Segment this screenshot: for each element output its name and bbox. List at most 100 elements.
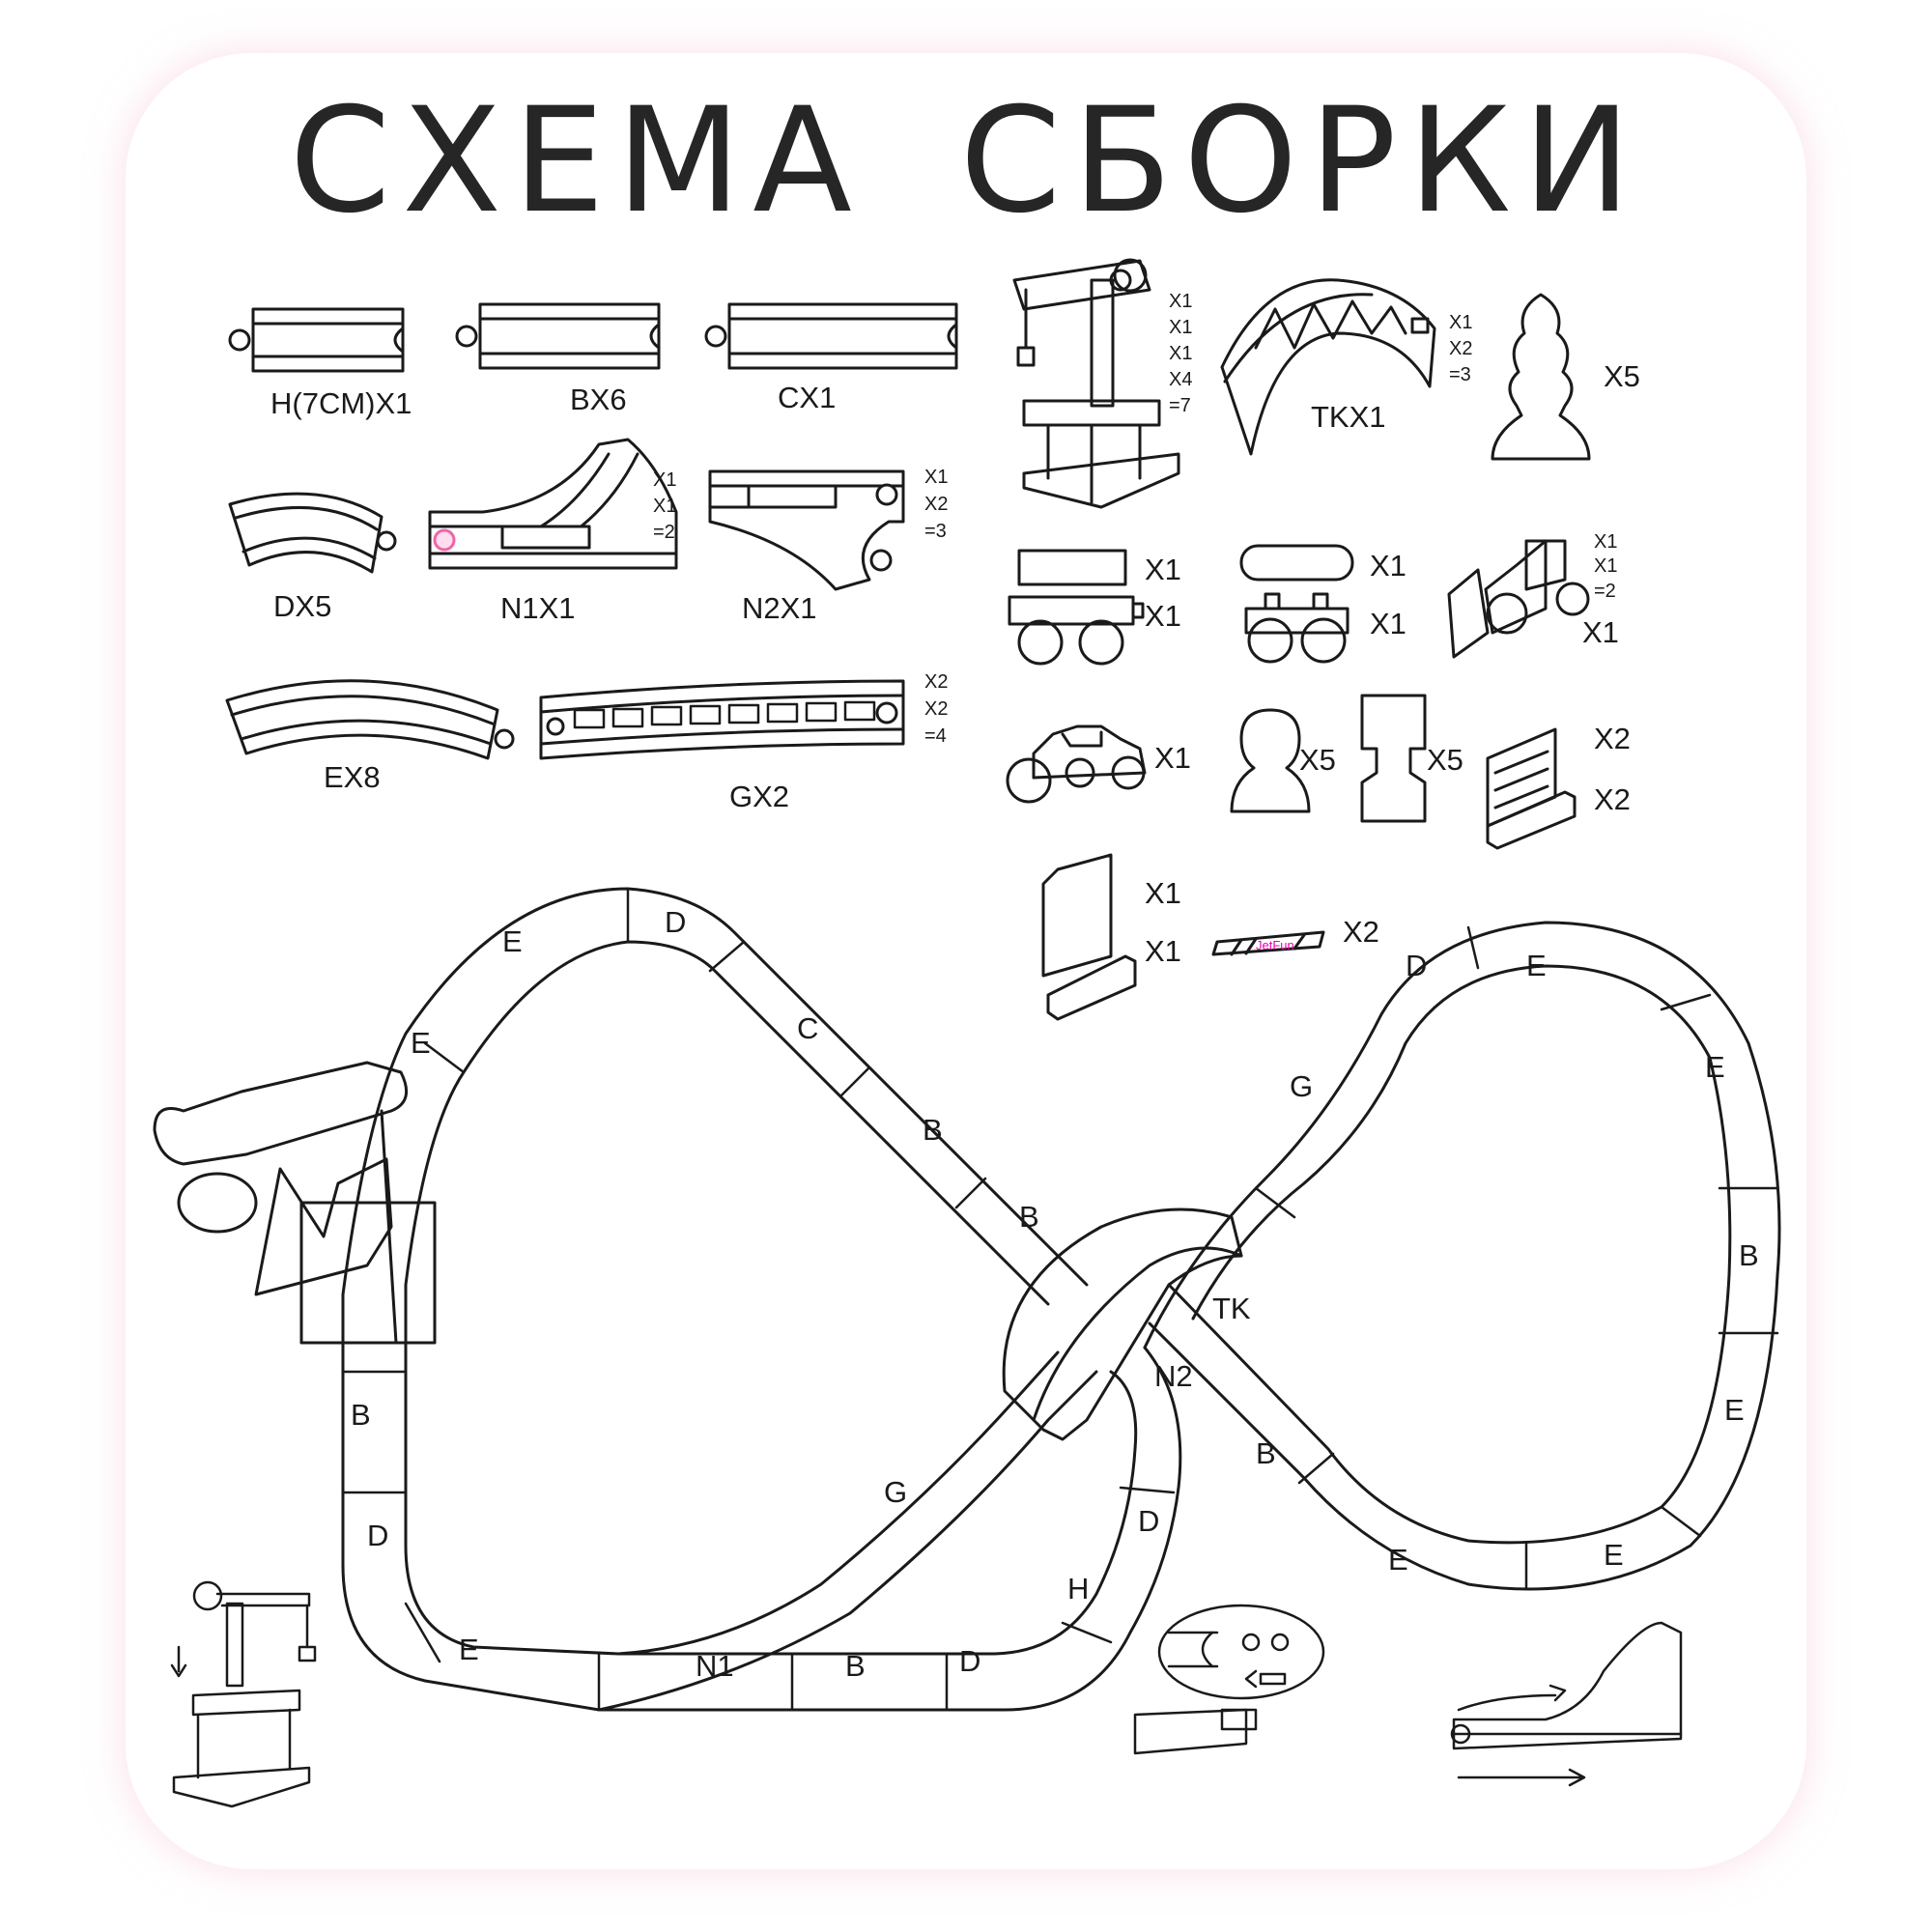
svg-text:X1: X1 [653,469,676,491]
svg-text:X1: X1 [1154,741,1191,775]
part-g-label: GX2 [729,780,789,813]
tree-part-icon [1491,293,1591,461]
track-label-b5: B [351,1398,371,1432]
left-loop-inner [404,1346,1138,1656]
part-d-icon [228,492,397,574]
page-title: СХЕМА СБОРКИ [289,77,1643,245]
crane-part-icon [1012,258,1180,509]
track-label-d3: D [367,1519,388,1552]
svg-text:X1: X1 [924,467,948,488]
part-c-label: CX1 [778,381,836,414]
svg-text:X1: X1 [1169,291,1192,312]
part-n1-icon [428,438,678,570]
track-label-c: C [797,1011,818,1045]
svg-text:=7: =7 [1169,395,1191,416]
track-label-e1: E [502,924,523,958]
svg-text:X1: X1 [1145,553,1181,586]
svg-text:X1: X1 [1449,312,1472,333]
small-crane-icon [170,1580,317,1808]
svg-text:X2: X2 [924,494,948,515]
svg-text:X2: X2 [1594,782,1631,816]
svg-text:X5: X5 [1299,743,1336,777]
track-label-b4: B [1256,1436,1276,1470]
track-label-tk: TK [1212,1292,1251,1325]
track-label-h: H [1067,1572,1089,1605]
svg-text:X2: X2 [924,671,948,693]
track-label-n2: N2 [1154,1359,1193,1393]
person-part-icon [1230,708,1311,813]
track-label-d1: D [665,905,686,939]
svg-text:X1: X1 [1370,607,1406,640]
part-b-icon [455,302,661,370]
barrier-part-icon [1211,930,1325,956]
track-label-b2: B [1019,1200,1039,1234]
svg-text:X4: X4 [1169,369,1192,390]
svg-text:X1: X1 [653,496,676,517]
right-loop-outer [1143,921,1781,1591]
part-e-icon [225,679,515,760]
part-b-label: BX6 [570,383,627,416]
track-layout [341,887,1781,1712]
svg-text:X2: X2 [1343,915,1379,949]
svg-text:=2: =2 [1594,581,1616,602]
bulldozer-part-icon [1447,539,1590,659]
part-h-label: H(7CM)X1 [270,386,412,420]
track-label-b6: B [845,1649,866,1683]
svg-text:X1: X1 [1169,317,1192,338]
part-d-label: DX5 [273,589,331,623]
svg-text:X1: X1 [1145,599,1181,633]
track-labels: D E E C B B TK N2 G D E E B E E E B B D … [351,905,1759,1683]
track-label-d4: D [959,1644,980,1678]
track-label-b1: B [923,1113,943,1147]
svg-text:X2: X2 [1449,338,1472,359]
track-label-e6: E [1604,1538,1624,1572]
svg-text:X1: X1 [1169,343,1192,364]
part-h-icon [228,307,405,373]
track-label-d2: D [1406,949,1427,982]
part-c-icon [704,302,958,370]
track-label-d5: D [1138,1504,1159,1538]
part-n1-label: N1X1 [500,591,576,625]
svg-text:JetFun: JetFun [1256,938,1294,952]
tree-count: X5 [1604,359,1640,393]
signpost-part-icon [1360,694,1427,823]
track-label-e4: E [1705,1050,1725,1084]
track-label-e8: E [459,1633,479,1666]
svg-text:X1: X1 [1594,531,1617,553]
bridge-part-label: TKX1 [1311,400,1386,434]
fence-part-icon [1486,727,1577,850]
layout-crane-icon [153,1061,437,1345]
track-label-e5: E [1724,1393,1745,1427]
svg-text:X1: X1 [1145,876,1181,910]
svg-text:X5: X5 [1427,743,1463,777]
svg-text:=4: =4 [924,725,947,747]
track-label-e7: E [1388,1543,1408,1577]
switch-direction-detail-icon [1450,1621,1683,1787]
left-loop-outer [341,1341,1182,1712]
right-loop-inner [1167,964,1732,1545]
track-label-e2: E [411,1026,431,1060]
connector-detail-icon [1133,1604,1325,1755]
wall-part-icon [1041,853,1137,1021]
track-label-g2: G [884,1475,907,1509]
svg-text:X2: X2 [1594,722,1631,755]
part-n2-label: N2X1 [742,591,817,625]
svg-text:X1: X1 [1145,934,1181,968]
svg-text:X1: X1 [1370,549,1406,582]
road-roller-part-icon [1006,724,1147,804]
bridge-part-icon [1220,278,1436,456]
bridge-tk [1002,1208,1243,1441]
svg-text:X1: X1 [1582,615,1619,649]
track-label-n1: N1 [696,1649,734,1683]
part-g-icon [539,679,905,760]
svg-text:X1: X1 [1594,555,1617,577]
wagon-part-icon [1008,549,1145,666]
track-label-e3: E [1526,949,1547,982]
svg-text:=2: =2 [653,522,675,543]
svg-text:=3: =3 [924,521,947,542]
track-label-b3: B [1739,1238,1759,1272]
part-e-label: EX8 [324,760,381,794]
svg-text:=3: =3 [1449,364,1471,385]
svg-text:X2: X2 [924,698,948,720]
